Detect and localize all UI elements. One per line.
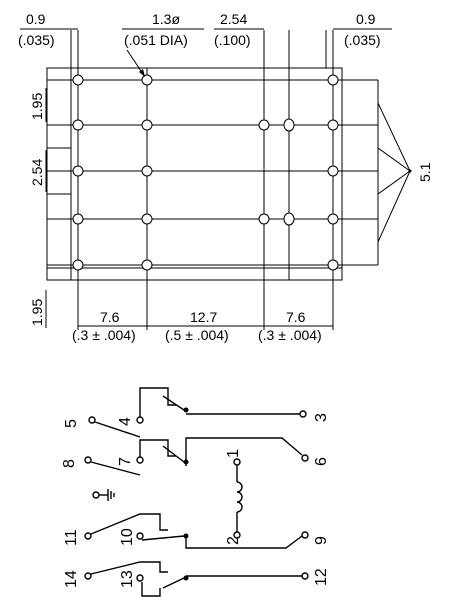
hole [327, 119, 339, 131]
contact-group-1: 5 4 3 [63, 387, 330, 438]
left-dim-bottom: 1.95 [29, 299, 45, 326]
pin-12-label: 12 [313, 568, 330, 586]
hole [327, 74, 339, 86]
hole [283, 212, 295, 226]
pin-9-label: 9 [313, 536, 330, 545]
pin-6-terminal [301, 454, 309, 462]
top-dim-pitch-in: (.100) [214, 32, 251, 48]
bottom-dim-2-mm: 12.7 [190, 309, 217, 325]
pin-13-terminal [136, 574, 144, 582]
pin-6-label: 6 [313, 457, 330, 466]
top-dim-pitch-mm: 2.54 [220, 11, 247, 27]
pin-10-terminal [136, 532, 144, 540]
pin-11-label: 11 [63, 529, 80, 546]
pin-4-label: 4 [117, 417, 134, 426]
pcb-footprint: 0.9 (.035) 1.3ø (.051 DIA) 2.54 (.100) 0… [18, 11, 433, 343]
relay-schematic: 5 4 3 8 7 6 1 [61, 387, 330, 597]
bottom-dim-3-mm: 7.6 [286, 309, 306, 325]
pin-3-terminal [299, 410, 307, 418]
pin-3-label: 3 [313, 413, 330, 422]
hole [72, 213, 84, 225]
hole [141, 259, 153, 271]
pin-11-terminal [84, 532, 92, 540]
hole [72, 74, 84, 86]
top-dim-right-mm: 0.9 [356, 11, 376, 27]
hole [141, 213, 153, 225]
hole-leader-line [126, 49, 144, 75]
bottom-dim-1-in: (.3 ± .004) [72, 327, 136, 343]
top-dim-left-mm: 0.9 [26, 11, 46, 27]
pin-7-terminal [136, 456, 144, 464]
top-dim-hole-mm: 1.3ø [152, 11, 180, 27]
top-dim-right-in: (.035) [344, 32, 381, 48]
pcb-holes [72, 74, 339, 271]
hole [141, 119, 153, 131]
right-dimension-leaders [377, 102, 412, 243]
relay-outline [46, 67, 343, 281]
hole [258, 213, 270, 225]
coil-winding [236, 481, 243, 513]
relay-coil: 2 [225, 465, 243, 545]
pin-14-label: 14 [63, 570, 80, 588]
pin-13-label: 13 [119, 570, 136, 588]
hole [258, 119, 270, 131]
pin-12-terminal [301, 572, 309, 580]
hole [141, 165, 153, 177]
hole [327, 259, 339, 271]
ground-symbol [92, 489, 115, 501]
hole [327, 213, 339, 225]
pin-5-terminal [88, 416, 96, 424]
bottom-dim-1-mm: 7.6 [100, 309, 120, 325]
pin-4-terminal [136, 416, 144, 424]
pin-2-label: 2 [225, 536, 242, 545]
hole [72, 165, 84, 177]
contact-group-4: 14 13 12 [63, 561, 330, 597]
right-dim: 5.1 [417, 162, 433, 182]
hole-leader-arrow [139, 69, 145, 77]
hole [72, 119, 84, 131]
pin-8-terminal [84, 456, 92, 464]
top-dim-hole-in: (.051 DIA) [124, 32, 188, 48]
left-dim-mid: 2.54 [29, 159, 45, 186]
pin-7-label: 7 [117, 457, 134, 466]
hole [72, 259, 84, 271]
pin-1-label: 1 [225, 449, 242, 458]
pin-8-label: 8 [61, 459, 78, 468]
hole [141, 74, 153, 86]
pin-9-terminal [301, 531, 309, 539]
pin-2-terminal [233, 531, 241, 539]
pin-1-terminal [233, 458, 241, 466]
top-dim-left-in: (.035) [18, 32, 55, 48]
contact-group-2: 8 7 6 1 [61, 437, 330, 476]
hole [327, 165, 339, 177]
bottom-dim-2-in: (.5 ± .004) [165, 327, 229, 343]
pin-14-terminal [84, 572, 92, 580]
left-dim-top: 1.95 [29, 93, 45, 120]
hole [283, 118, 295, 132]
pin-5-label: 5 [63, 419, 80, 428]
contact-group-3: 11 10 9 [63, 513, 330, 549]
bottom-dim-3-in: (.3 ± .004) [258, 327, 322, 343]
pin-10-label: 10 [119, 528, 136, 546]
